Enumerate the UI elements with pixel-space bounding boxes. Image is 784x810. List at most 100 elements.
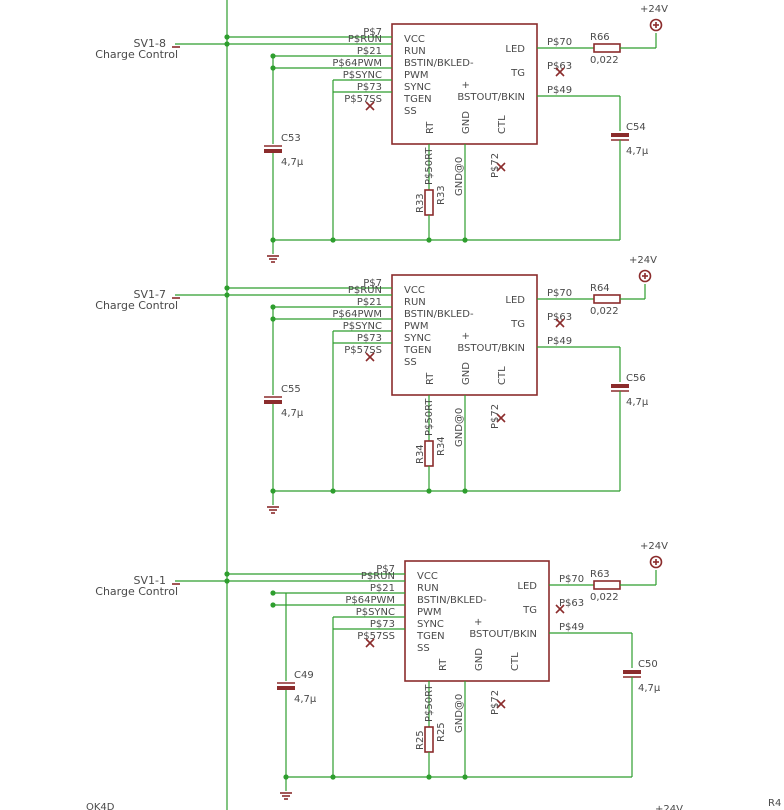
chip-pin-label: RUN [417,583,439,594]
no-connect-stroke [555,318,565,328]
chip-pin-label: RT [438,658,449,671]
chip-pin-label: BSTOUT/BKIN [457,92,525,103]
origin-cross-mark: + [462,331,470,342]
chip-pin-label: SS [417,643,430,654]
rt-resistor-name: R34 [436,436,447,456]
net-label: P$72 [490,153,501,178]
chip-pin-label: BSTIN/BKLED- [404,58,474,69]
sense-resistor-value: 0,022 [590,55,619,66]
sense-resistor-body [593,294,621,304]
no-connect-stroke [496,162,506,172]
cap-plate [277,686,295,690]
no-connect-stroke [365,101,375,111]
chip-pin-label: PWM [404,70,429,81]
regulator-block-2: +VCCRUNBSTIN/BKLED-PWMSYNCTGENSSLEDTGBST… [95,255,657,514]
net-label: P$70 [547,288,572,299]
net-label: P$70 [559,574,584,585]
net-label: P$70 [547,37,572,48]
supply-pad-ring [649,18,663,32]
no-connect-mark [496,699,506,709]
supply-pad [649,555,663,569]
net-label: P$RUN [348,285,382,296]
net-label: GND@0 [454,694,465,733]
sense-resistor-value: 0,022 [590,592,619,603]
chip-pin-label: TG [510,68,525,79]
cap-plate [264,149,282,153]
cap-in-name: C49 [294,670,314,681]
cap-out-name: C54 [626,122,646,133]
net-label: P$50RT [424,147,435,185]
chip-pin-label: PWM [404,321,429,332]
chip-pin-label: GND [461,111,472,134]
chip-pin-label: CTL [497,366,508,385]
rt-resistor-body [424,189,434,216]
net-label: P$7 [376,564,395,575]
junction-dot [270,602,276,608]
no-connect-stroke [365,352,375,362]
supply-pad [638,269,652,283]
rt-resistor-value: R34 [415,444,426,464]
chip-pin-label: SYNC [417,619,444,630]
net-label: P$49 [547,336,572,347]
cap-plate [611,384,629,388]
net-label: P$SYNC [356,607,395,618]
cap-out-name: C50 [638,659,658,670]
cap-out-value: 4,7µ [638,683,661,694]
chip-pin-label: GND [461,362,472,385]
chip-pin-label: BSTOUT/BKIN [457,343,525,354]
chip-pin-label: TG [510,319,525,330]
chip-pin-label: TGEN [403,345,432,356]
supply-pad [649,18,663,32]
net-label: P$7 [363,27,382,38]
chip-pin-label: BSTOUT/BKIN [469,629,537,640]
net-label: GND@0 [454,157,465,196]
supply-pad-ring [638,269,652,283]
chip-pin-label: SYNC [404,82,431,93]
cap-plate [623,670,641,674]
net-label: P$64PWM [332,309,382,320]
no-connect-mark [496,413,506,423]
supply-pad-ring [649,555,663,569]
chip-pin-label: SYNC [404,333,431,344]
net-label: P$72 [490,690,501,715]
no-connect-mark [365,101,375,111]
chip-pin-label: TGEN [403,94,432,105]
net-label: P$73 [357,333,382,344]
cap-out-value: 4,7µ [626,146,649,157]
supply-label: +24V [629,255,657,266]
chip-pin-label: SS [404,357,417,368]
chip-pin-label: TGEN [416,631,445,642]
no-connect-mark [496,162,506,172]
cap-plate [264,400,282,404]
no-connect-mark [365,352,375,362]
net-label: P$SYNC [343,70,382,81]
net-label: P$63 [547,312,572,323]
footer-right-label: R4 [768,798,781,809]
net-label: P$72 [490,404,501,429]
no-connect-stroke [365,638,375,648]
net-label: GND@0 [454,408,465,447]
driver-ic-body [404,560,550,682]
net-label: P$RUN [348,34,382,45]
junction-dot [224,41,230,47]
sense-resistor-name: R64 [590,283,610,294]
junction-dot [224,571,230,577]
net-label: P$49 [547,85,572,96]
net-label: P$57SS [344,345,382,356]
chip-pin-label: VCC [404,34,425,45]
net-label: P$7 [363,278,382,289]
rt-resistor-body [424,440,434,467]
no-connect-mark [365,638,375,648]
junction-dot [224,292,230,298]
no-connect-stroke [555,67,565,77]
origin-cross-mark: + [474,617,482,628]
rt-resistor-value: R25 [415,730,426,750]
no-connect-mark [555,318,565,328]
cap-in-value: 4,7µ [281,157,304,168]
cap-in-value: 4,7µ [281,408,304,419]
net-label: P$50RT [424,398,435,436]
sense-resistor-name: R63 [590,569,610,580]
chip-pin-label: PWM [417,607,442,618]
junction-dot [270,590,276,596]
